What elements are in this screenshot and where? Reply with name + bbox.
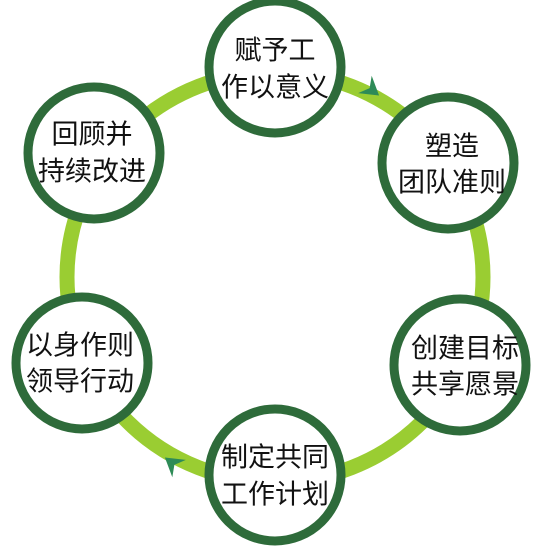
node-empower: 赋予工 作以意义 [204,0,346,138]
node-lead-line2: 领导行动 [26,367,134,398]
node-norms: 塑造 团队准则 [377,92,519,234]
node-plan-line1: 制定共同 [221,443,329,474]
node-empower-circle [204,0,346,138]
cycle-arrow-left-icon [164,457,186,478]
node-plan-circle [204,404,346,546]
node-norms-line1: 塑造 [425,132,479,163]
node-review-circle [23,82,165,224]
node-review: 回顾并 持续改进 [23,82,165,224]
node-lead: 以身作则 领导行动 [11,292,153,434]
node-lead-circle [11,292,153,434]
node-review-line2: 持续改进 [38,157,146,188]
node-review-line1: 回顾并 [52,120,133,151]
node-lead-line1: 以身作则 [26,331,134,362]
cycle-arrow-right-icon [358,75,380,96]
node-plan-line2: 工作计划 [221,480,329,511]
node-empower-line2: 作以意义 [221,73,329,104]
node-empower-line1: 赋予工 [235,36,316,67]
node-vision: 创建目标 共享愿景 [389,294,531,436]
node-vision-circle [389,294,531,436]
node-vision-line2: 共享愿景 [411,370,519,401]
node-norms-line2: 团队准则 [398,168,506,199]
node-plan: 制定共同 工作计划 [204,404,346,546]
node-norms-circle [377,92,519,234]
node-vision-line1: 创建目标 [411,334,519,365]
